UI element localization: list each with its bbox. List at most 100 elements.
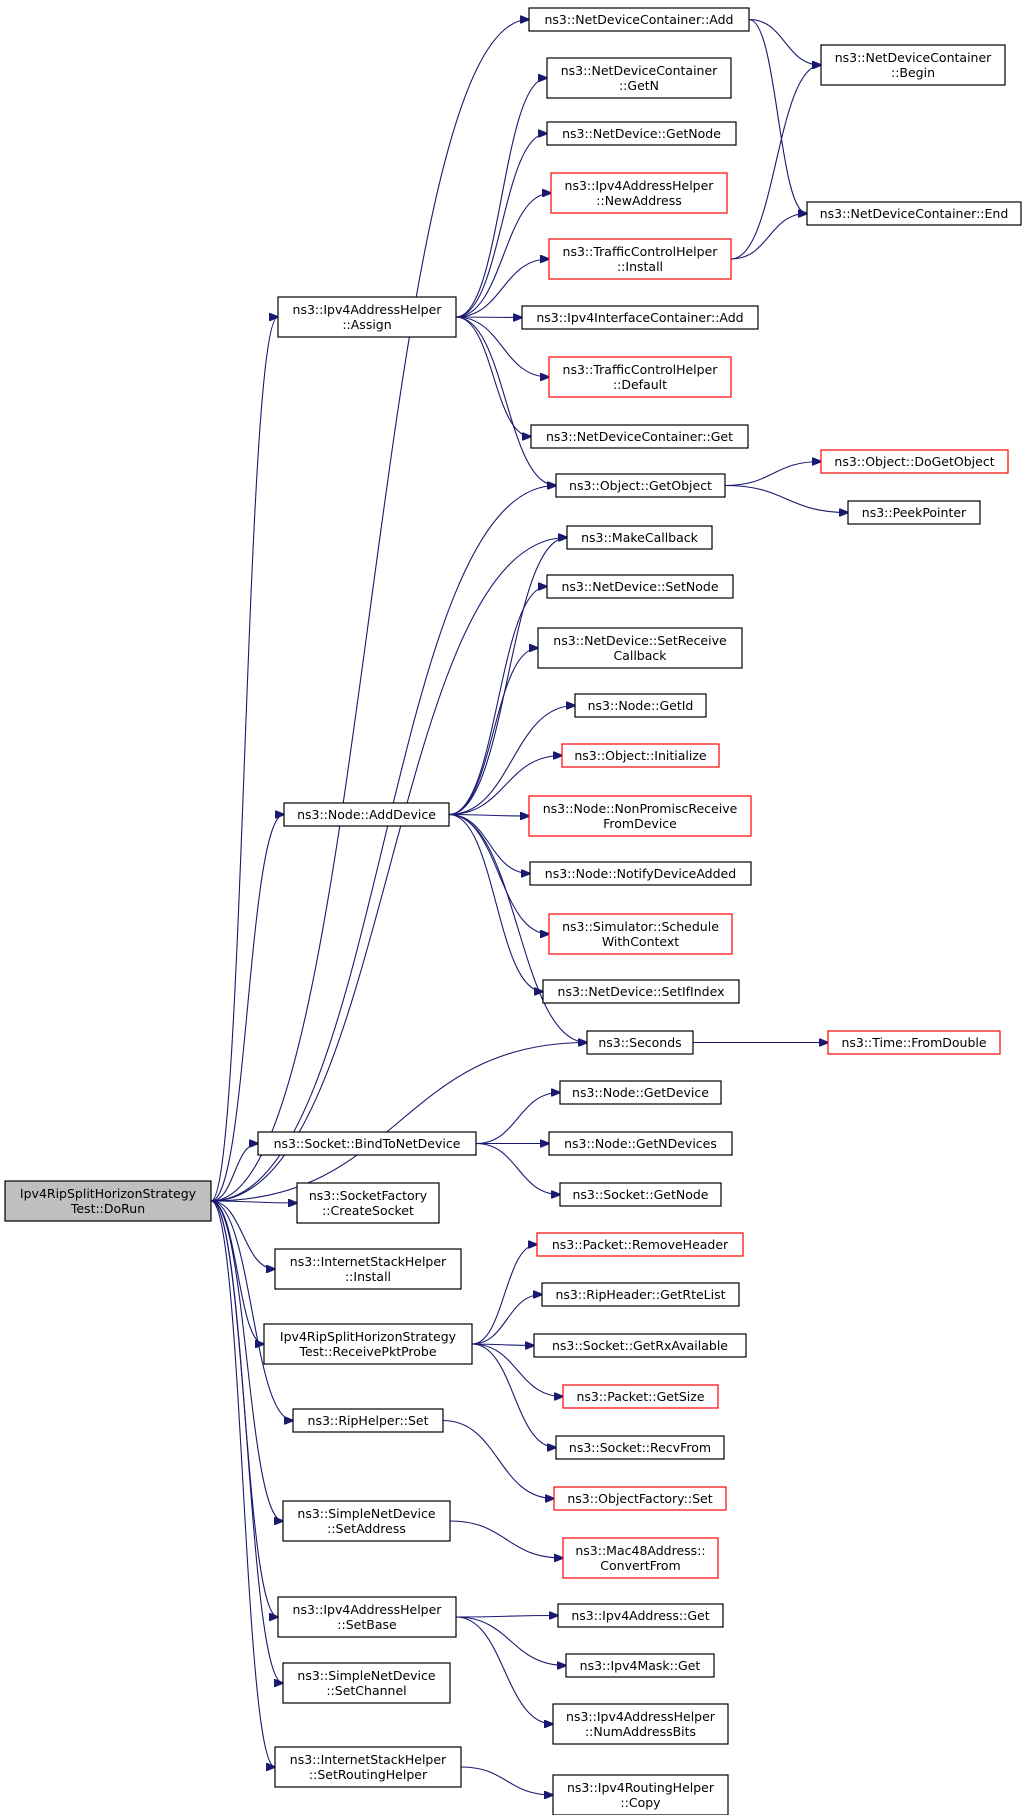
node-mac48-convert[interactable]: ns3::Mac48Address::ConvertFrom bbox=[562, 1537, 719, 1579]
node-sockfac-create[interactable]: ns3::SocketFactory::CreateSocket bbox=[296, 1182, 440, 1224]
node-obj-getobj[interactable]: ns3::Object::GetObject bbox=[555, 473, 726, 498]
node-sock-getrx[interactable]: ns3::Socket::GetRxAvailable bbox=[533, 1333, 747, 1358]
node-ipv4ic-add[interactable]: ns3::Ipv4InterfaceContainer::Add bbox=[521, 305, 759, 330]
node-box[interactable] bbox=[550, 172, 728, 214]
node-box[interactable] bbox=[557, 1603, 724, 1628]
node-box[interactable] bbox=[559, 1182, 722, 1207]
node-recvprobe[interactable]: Ipv4RipSplitHorizonStrategyTest::Receive… bbox=[263, 1323, 473, 1365]
node-box[interactable] bbox=[537, 627, 743, 669]
node-time-fromdouble[interactable]: ns3::Time::FromDouble bbox=[827, 1030, 1001, 1055]
node-obj-init[interactable]: ns3::Object::Initialize bbox=[561, 743, 720, 768]
node-box[interactable] bbox=[282, 1500, 451, 1542]
node-ndc-begin[interactable]: ns3::NetDeviceContainer::Begin bbox=[820, 44, 1006, 86]
node-box[interactable] bbox=[4, 1180, 212, 1222]
node-ipv4rh-copy[interactable]: ns3::Ipv4RoutingHelper::Copy bbox=[552, 1774, 729, 1815]
node-ipv4ah-numbits[interactable]: ns3::Ipv4AddressHelper::NumAddressBits bbox=[552, 1703, 729, 1745]
node-snd-setaddr[interactable]: ns3::SimpleNetDevice::SetAddress bbox=[282, 1500, 451, 1542]
node-node-getndev[interactable]: ns3::Node::GetNDevices bbox=[548, 1131, 733, 1156]
node-box[interactable] bbox=[283, 802, 450, 827]
node-peekpointer[interactable]: ns3::PeekPointer bbox=[847, 500, 981, 525]
node-box[interactable] bbox=[541, 1282, 740, 1307]
node-box[interactable] bbox=[820, 44, 1006, 86]
node-box[interactable] bbox=[555, 1435, 725, 1460]
node-seconds[interactable]: ns3::Seconds bbox=[586, 1030, 694, 1055]
node-ipv4ah-assign[interactable]: ns3::Ipv4AddressHelper::Assign bbox=[277, 296, 457, 338]
node-box[interactable] bbox=[586, 1030, 694, 1055]
node-box[interactable] bbox=[536, 1232, 744, 1257]
node-ndc-add[interactable]: ns3::NetDeviceContainer::Add bbox=[528, 7, 750, 32]
node-tch-default[interactable]: ns3::TrafficControlHelper::Default bbox=[548, 356, 732, 398]
node-ndc-getn[interactable]: ns3::NetDeviceContainer::GetN bbox=[546, 57, 732, 99]
node-box[interactable] bbox=[274, 1248, 462, 1290]
node-box[interactable] bbox=[548, 356, 732, 398]
node-ish-setrouting[interactable]: ns3::InternetStackHelper::SetRoutingHelp… bbox=[274, 1746, 462, 1788]
node-box[interactable] bbox=[546, 57, 732, 99]
node-box[interactable] bbox=[546, 121, 737, 146]
node-ipv4mask-get[interactable]: ns3::Ipv4Mask::Get bbox=[565, 1653, 715, 1678]
node-nd-setnode[interactable]: ns3::NetDevice::SetNode bbox=[546, 574, 734, 599]
node-box[interactable] bbox=[257, 1131, 477, 1156]
node-box[interactable] bbox=[548, 238, 732, 280]
node-box[interactable] bbox=[277, 1596, 457, 1638]
node-pkt-getsize[interactable]: ns3::Packet::GetSize bbox=[562, 1384, 719, 1409]
node-box[interactable] bbox=[562, 1537, 719, 1579]
node-box[interactable] bbox=[553, 1486, 727, 1511]
node-ipv4ah-setbase[interactable]: ns3::Ipv4AddressHelper::SetBase bbox=[277, 1596, 457, 1638]
node-box[interactable] bbox=[559, 1080, 722, 1105]
node-box[interactable] bbox=[566, 525, 713, 550]
node-makecallback[interactable]: ns3::MakeCallback bbox=[566, 525, 713, 550]
node-riphelper-set[interactable]: ns3::RipHelper::Set bbox=[292, 1408, 444, 1433]
node-pkt-removehdr[interactable]: ns3::Packet::RemoveHeader bbox=[536, 1232, 744, 1257]
node-box[interactable] bbox=[548, 913, 733, 955]
node-box[interactable] bbox=[820, 449, 1009, 474]
node-sock-bind[interactable]: ns3::Socket::BindToNetDevice bbox=[257, 1131, 477, 1156]
node-box[interactable] bbox=[530, 424, 749, 449]
node-ipv4ah-newaddr[interactable]: ns3::Ipv4AddressHelper::NewAddress bbox=[550, 172, 728, 214]
node-box[interactable] bbox=[806, 201, 1022, 226]
node-ipv4addr-get[interactable]: ns3::Ipv4Address::Get bbox=[557, 1603, 724, 1628]
node-node-notify[interactable]: ns3::Node::NotifyDeviceAdded bbox=[529, 861, 752, 886]
node-box[interactable] bbox=[529, 861, 752, 886]
node-box[interactable] bbox=[282, 1662, 451, 1704]
node-box[interactable] bbox=[847, 500, 981, 525]
node-riphdr-getrte[interactable]: ns3::RipHeader::GetRteList bbox=[541, 1282, 740, 1307]
node-ish-install[interactable]: ns3::InternetStackHelper::Install bbox=[274, 1248, 462, 1290]
node-snd-setchannel[interactable]: ns3::SimpleNetDevice::SetChannel bbox=[282, 1662, 451, 1704]
node-box[interactable] bbox=[546, 574, 734, 599]
node-ndc-get[interactable]: ns3::NetDeviceContainer::Get bbox=[530, 424, 749, 449]
node-nd-getnode[interactable]: ns3::NetDevice::GetNode bbox=[546, 121, 737, 146]
node-box[interactable] bbox=[274, 1746, 462, 1788]
node-box[interactable] bbox=[263, 1323, 473, 1365]
node-node-adddev[interactable]: ns3::Node::AddDevice bbox=[283, 802, 450, 827]
node-box[interactable] bbox=[562, 1384, 719, 1409]
node-obj-doget[interactable]: ns3::Object::DoGetObject bbox=[820, 449, 1009, 474]
node-objfac-set[interactable]: ns3::ObjectFactory::Set bbox=[553, 1486, 727, 1511]
node-box[interactable] bbox=[552, 1774, 729, 1815]
node-node-getdevice[interactable]: ns3::Node::GetDevice bbox=[559, 1080, 722, 1105]
node-box[interactable] bbox=[548, 1131, 733, 1156]
node-tch-install[interactable]: ns3::TrafficControlHelper::Install bbox=[548, 238, 732, 280]
node-sock-recvfrom[interactable]: ns3::Socket::RecvFrom bbox=[555, 1435, 725, 1460]
node-box[interactable] bbox=[521, 305, 759, 330]
node-box[interactable] bbox=[555, 473, 726, 498]
node-box[interactable] bbox=[296, 1182, 440, 1224]
node-box[interactable] bbox=[565, 1653, 715, 1678]
node-box[interactable] bbox=[542, 979, 740, 1004]
node-box[interactable] bbox=[528, 7, 750, 32]
node-sock-getnode[interactable]: ns3::Socket::GetNode bbox=[559, 1182, 722, 1207]
node-ndc-end[interactable]: ns3::NetDeviceContainer::End bbox=[806, 201, 1022, 226]
node-box[interactable] bbox=[827, 1030, 1001, 1055]
node-box[interactable] bbox=[552, 1703, 729, 1745]
node-box[interactable] bbox=[574, 693, 707, 718]
node-node-getid[interactable]: ns3::Node::GetId bbox=[574, 693, 707, 718]
node-box[interactable] bbox=[533, 1333, 747, 1358]
node-box[interactable] bbox=[561, 743, 720, 768]
node-nd-setifindex[interactable]: ns3::NetDevice::SetIfIndex bbox=[542, 979, 740, 1004]
node-box[interactable] bbox=[277, 296, 457, 338]
node-box[interactable] bbox=[528, 795, 752, 837]
node-box[interactable] bbox=[292, 1408, 444, 1433]
